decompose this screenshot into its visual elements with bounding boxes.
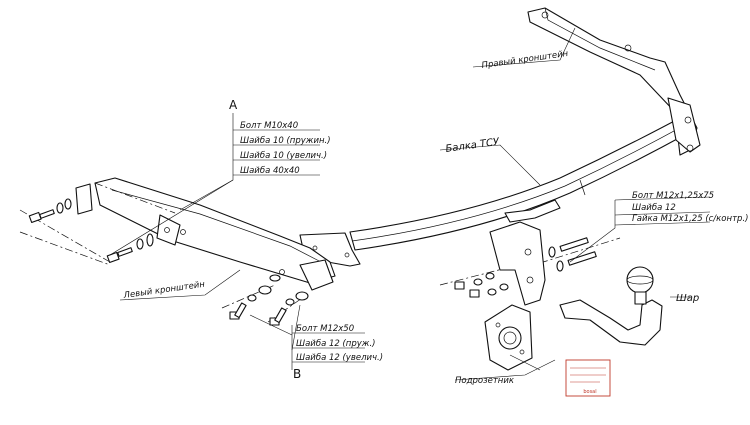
group-c-item-3: Гайка М12х1,25 (с/контр.) — [632, 214, 748, 224]
group-a-item-2: Шайба 10 (пружин.) — [240, 136, 331, 146]
label-left-bracket: Левый кронштейн — [122, 280, 206, 302]
fasteners-group-c — [454, 237, 597, 298]
fasteners-group-a — [28, 183, 154, 264]
bosal-plate: bosal — [565, 359, 611, 397]
right-bracket — [527, 7, 701, 156]
label-right-bracket: Правый кронштейн — [481, 49, 569, 71]
group-b-item-2: Шайба 12 (пруж.) — [296, 339, 375, 349]
group-b-letter: B — [293, 367, 301, 381]
group-b-item-1: Болт М12х50 — [296, 324, 354, 334]
group-a-item-4: Шайба 40х40 — [240, 166, 300, 176]
fasteners-group-b — [229, 274, 309, 326]
leader-lines — [109, 27, 711, 381]
bosal-logo-text: bosal — [583, 389, 596, 395]
group-c-item-1: Болт М12х1,25х75 — [632, 191, 714, 201]
group-a-item-1: Болт М10х40 — [240, 121, 298, 131]
tow-ball — [559, 266, 663, 346]
ball-mount-plate — [489, 199, 561, 306]
socket-bracket — [484, 304, 533, 371]
label-socket-bracket: Подрозетник — [455, 376, 515, 386]
group-a-letter: A — [229, 98, 238, 112]
group-c-item-2: Шайба 12 — [632, 203, 676, 213]
group-b-item-3: Шайба 12 (увелич.) — [296, 353, 383, 363]
left-bracket — [94, 177, 336, 291]
group-a-item-3: Шайба 10 (увелич.) — [240, 151, 327, 161]
label-tow-beam: Балка ТСУ — [445, 136, 501, 155]
label-ball: Шар — [676, 293, 699, 304]
